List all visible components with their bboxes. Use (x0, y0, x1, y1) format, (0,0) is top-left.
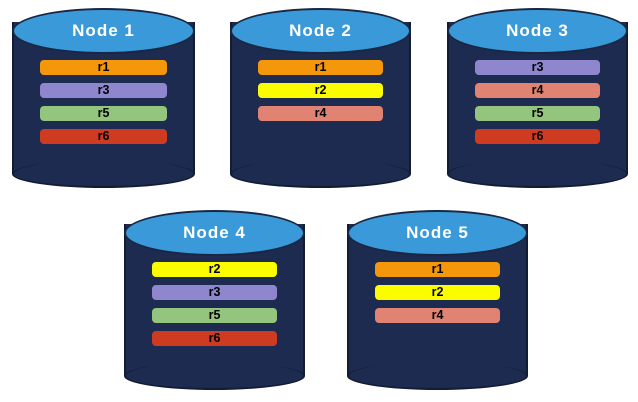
cylinder-shape: Node 4 (124, 210, 305, 390)
record-bar[interactable]: r6 (475, 129, 600, 144)
record-bar[interactable]: r1 (375, 262, 500, 277)
record-bar[interactable]: r4 (375, 308, 500, 323)
cylinder-shape: Node 1 (12, 8, 195, 188)
record-list: r1 r3 r5 r6 (12, 60, 195, 144)
record-list: r1 r2 r4 (230, 60, 411, 121)
node-4[interactable]: Node 4 r2 r3 r5 r6 (124, 210, 305, 390)
record-bar[interactable]: r1 (40, 60, 167, 75)
record-bar[interactable]: r4 (258, 106, 383, 121)
node-title: Node 4 (183, 222, 246, 242)
record-list: r2 r3 r5 r6 (124, 262, 305, 346)
cylinder-bottom (12, 160, 195, 188)
cylinder-shape: Node 5 (347, 210, 528, 390)
record-bar[interactable]: r6 (152, 331, 277, 346)
record-bar[interactable]: r4 (475, 83, 600, 98)
record-bar[interactable]: r5 (475, 106, 600, 121)
cylinder-bottom (230, 160, 411, 188)
node-3[interactable]: Node 3 r3 r4 r5 r6 (447, 8, 628, 188)
record-bar[interactable]: r5 (152, 308, 277, 323)
record-bar[interactable]: r5 (40, 106, 167, 121)
cylinder-bottom (447, 160, 628, 188)
cylinder-top: Node 3 (447, 8, 628, 54)
record-bar[interactable]: r3 (475, 60, 600, 75)
node-title: Node 3 (506, 20, 569, 40)
cylinder-top: Node 4 (124, 210, 305, 256)
node-title: Node 2 (289, 20, 352, 40)
cylinder-bottom (124, 362, 305, 390)
cylinder-top: Node 2 (230, 8, 411, 54)
record-list: r1 r2 r4 (347, 262, 528, 323)
record-list: r3 r4 r5 r6 (447, 60, 628, 144)
cylinder-bottom (347, 362, 528, 390)
cylinder-top: Node 1 (12, 8, 195, 54)
record-bar[interactable]: r3 (152, 285, 277, 300)
record-bar[interactable]: r2 (375, 285, 500, 300)
node-title: Node 1 (72, 20, 135, 40)
record-bar[interactable]: r2 (152, 262, 277, 277)
node-2[interactable]: Node 2 r1 r2 r4 (230, 8, 411, 188)
node-title: Node 5 (406, 222, 469, 242)
record-bar[interactable]: r2 (258, 83, 383, 98)
record-bar[interactable]: r6 (40, 129, 167, 144)
node-5[interactable]: Node 5 r1 r2 r4 (347, 210, 528, 390)
record-bar[interactable]: r3 (40, 83, 167, 98)
cylinder-top: Node 5 (347, 210, 528, 256)
node-1[interactable]: Node 1 r1 r3 r5 r6 (12, 8, 195, 188)
cylinder-shape: Node 3 (447, 8, 628, 188)
cylinder-shape: Node 2 (230, 8, 411, 188)
record-bar[interactable]: r1 (258, 60, 383, 75)
